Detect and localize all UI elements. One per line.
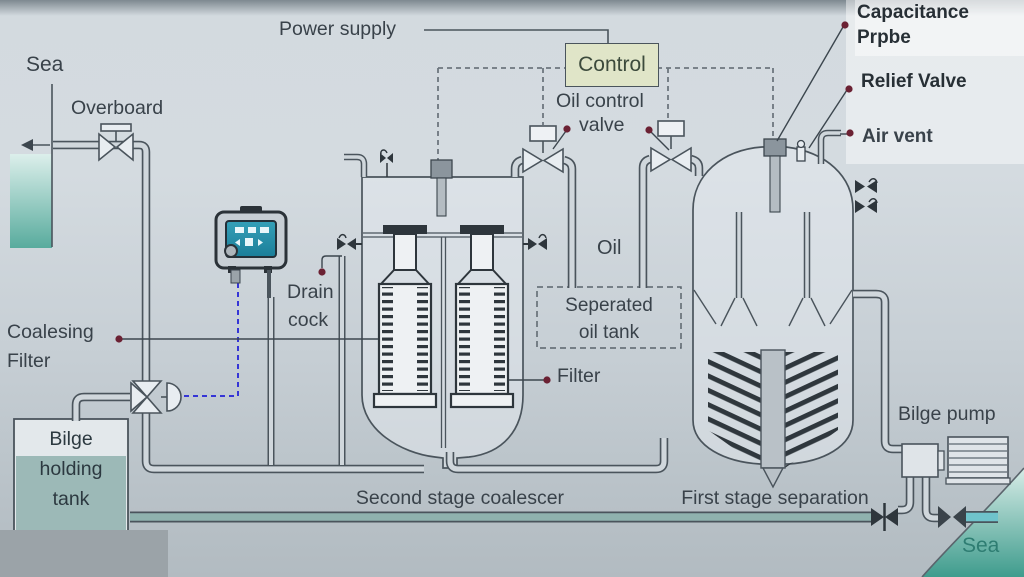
oil-control-valve-2 [650,120,692,173]
label-power-supply: Power supply [279,18,397,40]
oil-control-valve-1 [522,125,564,174]
label-oil-control-1: Oil control [556,90,644,112]
capacitance-probe [763,138,787,213]
bilge-holding-tank [13,418,129,532]
inlet-funnels [720,297,826,327]
control-box-label: Control [578,53,646,76]
label-sea-top: Sea [26,53,64,76]
sea-top-left [10,84,53,248]
drain-leader-dot [318,268,326,276]
label-relief-valve: Relief Valve [861,71,967,92]
overboard-valve [98,123,134,162]
pipes-inner [53,131,998,522]
label-coalescing-2: Filter [7,350,51,372]
top-vignette [0,0,1024,16]
control-box: Control [565,43,659,87]
sea-bottom-right [921,467,1024,577]
flow-arrow-icon [21,139,33,151]
monitor-knob [224,244,238,258]
filter-leader-dot [543,376,551,384]
label-bilge-holding-tank: Bilge holding tank [39,428,103,510]
valve1-leader-dot [563,125,571,133]
coalescer-sample-cock-right [523,233,547,250]
label-capacitance-1: Capacitance [857,2,969,23]
airvent-leader-dot [846,129,854,137]
callout-highlight-panel [846,0,1024,164]
label-filter: Filter [557,365,601,387]
capacitance-leader-dot [841,21,849,29]
monitor-signal-line [184,283,239,397]
bilge-main-valve [871,503,898,531]
tank-sample-cock-1 [855,178,878,193]
coalescer-internals [337,149,547,448]
callout-highlight-panel-strong [855,0,1024,56]
center-column [760,349,786,469]
label-air-vent: Air vent [862,126,933,147]
bilge-pump [901,436,1011,485]
callout-leaders [115,21,854,384]
label-oil-control-2: valve [579,114,625,136]
tank-sample-cock-2 [855,198,878,213]
first-stage-internals [693,138,878,489]
label-coalescing-1: Coalesing [7,321,94,343]
sea-suction-valve [938,506,966,528]
coalescing-plates-left [708,352,761,468]
coalescer-sample-cock-left [337,233,362,250]
separated-oil-tank-box [536,286,682,349]
label-oil: Oil [597,237,622,259]
valve2-leader-dot [645,126,653,134]
control-signal-lines [437,67,774,160]
label-overboard: Overboard [71,97,164,119]
oil-content-monitor [214,206,288,298]
label-drain-2: cock [288,309,329,331]
filter-element-right [449,225,515,409]
label-sea-bottom: Sea [962,534,1000,557]
label-drain-1: Drain [287,281,334,303]
label-bilge-pump: Bilge pump [898,403,996,425]
label-first-stage: First stage separation [681,487,869,509]
power-supply-line [424,29,609,43]
label-separated-oil-tank: Seperated oil tank [565,295,653,343]
relief-leader-dot [845,85,853,93]
label-capacitance-2: Prpbe [857,27,911,48]
coalescer-probe [430,159,453,217]
coalescer-lid-cock [380,149,393,177]
valve-actuator-icon [166,382,182,412]
three-way-valve [130,380,182,414]
filter-element-left [372,225,438,409]
relief-valve-fitting [796,139,806,162]
label-second-stage: Second stage coalescer [355,487,565,509]
gray-block [0,530,168,577]
coalescing-plates-right [785,352,838,468]
coalescing-leader-dot [115,335,123,343]
